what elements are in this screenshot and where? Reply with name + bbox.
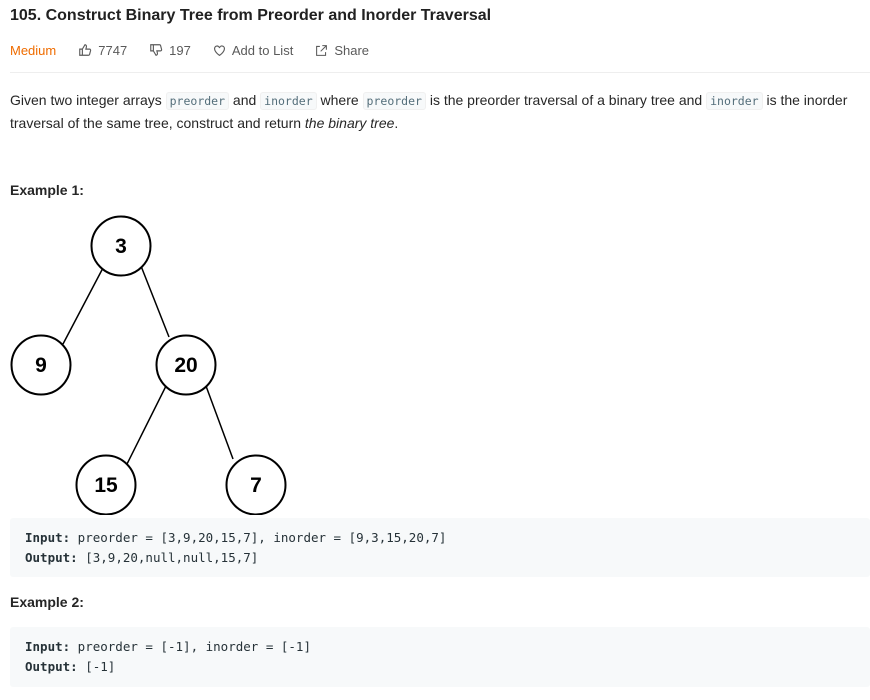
example-1-output-row: Output: [3,9,20,null,null,15,7]	[25, 548, 855, 568]
desc-text: .	[394, 115, 399, 131]
dislike-button[interactable]: 197	[149, 43, 191, 58]
share-label: Share	[334, 42, 370, 58]
tree-node-label: 9	[35, 354, 47, 377]
problem-meta-bar: Medium 7747 197 Add to List Share	[10, 41, 391, 59]
tree-edge	[205, 385, 234, 460]
add-to-list-button[interactable]: Add to List	[213, 43, 293, 58]
inline-code-preorder: preorder	[362, 92, 426, 110]
example-1-input-row: Input: preorder = [3,9,20,15,7], inorder…	[25, 528, 855, 548]
input-label: Input:	[25, 530, 71, 545]
tree-edge	[126, 385, 167, 465]
share-button[interactable]: Share	[315, 43, 369, 58]
example-1-title: Example 1:	[10, 182, 84, 198]
desc-text: and	[229, 92, 261, 108]
like-count: 7747	[98, 42, 128, 58]
tree-node-label: 20	[174, 354, 197, 377]
input-value: preorder = [-1], inorder = [-1]	[70, 639, 311, 654]
output-value: [-1]	[77, 659, 116, 674]
desc-emphasis: the binary tree	[304, 115, 395, 131]
tree-node-circle	[155, 334, 217, 396]
desc-text: Given two integer arrays	[10, 92, 166, 108]
output-label: Output:	[25, 659, 78, 674]
tree-node-circle	[225, 454, 287, 515]
output-label: Output:	[25, 550, 78, 565]
example-2-output-row: Output: [-1]	[25, 657, 855, 677]
add-to-list-label: Add to List	[231, 42, 294, 58]
example-2-code-block: Input: preorder = [-1], inorder = [-1] O…	[10, 627, 870, 687]
desc-text: is the preorder traversal of a binary tr…	[425, 92, 707, 108]
share-icon	[316, 44, 328, 56]
tree-edge	[62, 265, 105, 345]
thumbs-up-icon	[79, 44, 92, 56]
heart-icon	[213, 44, 225, 56]
example-2-input-row: Input: preorder = [-1], inorder = [-1]	[25, 637, 855, 657]
tree-node-label: 7	[250, 474, 262, 497]
difficulty-badge: Medium	[10, 42, 57, 58]
example-1-code-block: Input: preorder = [3,9,20,15,7], inorder…	[10, 518, 870, 577]
thumbs-down-icon	[150, 44, 163, 56]
input-label: Input:	[25, 639, 71, 654]
tree-node-label: 3	[115, 235, 127, 258]
tree-node-label: 15	[94, 474, 118, 497]
inline-code-preorder: preorder	[165, 92, 230, 110]
example-1-tree-diagram: 3 9 20 15 7	[10, 215, 287, 515]
problem-description: Given two integer arrays preorder and in…	[10, 89, 860, 134]
tree-node-circle	[90, 215, 152, 277]
problem-title: 105. Construct Binary Tree from Preorder…	[10, 7, 492, 24]
desc-text: where	[316, 92, 363, 108]
dislike-count: 197	[169, 42, 191, 58]
header-divider	[10, 72, 870, 73]
output-value: [3,9,20,null,null,15,7]	[77, 550, 259, 565]
inline-code-inorder: inorder	[260, 92, 317, 110]
tree-edge	[140, 265, 170, 338]
desc-text: is the inorder traversal of the same tre…	[10, 92, 848, 131]
like-button[interactable]: 7747	[78, 43, 127, 58]
tree-node-circle	[10, 334, 72, 396]
inline-code-inorder: inorder	[706, 92, 763, 110]
input-value: preorder = [3,9,20,15,7], inorder = [9,3…	[70, 530, 447, 545]
example-2-title: Example 2:	[10, 594, 84, 610]
tree-node-circle	[75, 454, 137, 515]
